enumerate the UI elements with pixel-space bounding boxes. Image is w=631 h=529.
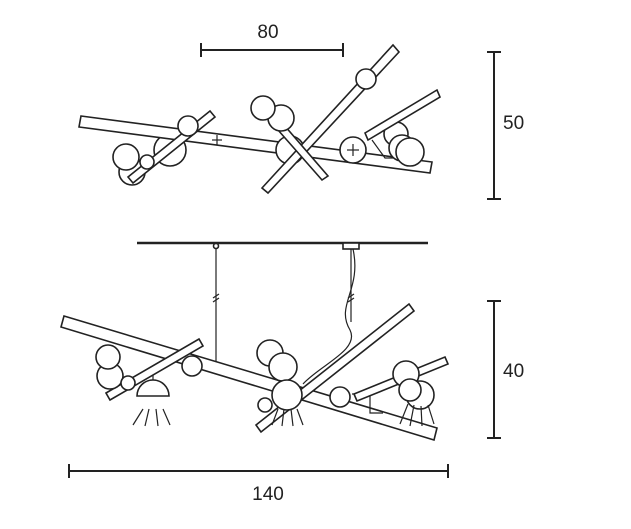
lamp-head [399, 403, 435, 427]
branch-bar [363, 88, 442, 142]
globe [112, 143, 140, 171]
dimension-label-top-height: 50 [503, 113, 524, 134]
dimension-label-total-width: 140 [252, 484, 284, 505]
front-view: 40 140 [60, 241, 524, 505]
globe [95, 344, 121, 370]
branch-bar [126, 109, 217, 185]
globe [329, 386, 351, 408]
globe [395, 137, 425, 167]
globe [181, 355, 203, 377]
suspension-hook [212, 242, 220, 250]
globe [257, 397, 273, 413]
globe [268, 352, 298, 382]
globe [139, 154, 155, 170]
top-view: 80 50 [78, 22, 524, 200]
globe [177, 115, 199, 137]
globe [355, 68, 377, 90]
globe [398, 378, 422, 402]
lamp-head [132, 375, 171, 427]
dimension-label-top-width: 80 [257, 22, 278, 43]
dimension-total-width: 140 [68, 464, 449, 505]
power-cable [302, 248, 356, 385]
globe [120, 375, 136, 391]
dimension-label-bottom-height: 40 [503, 361, 524, 382]
dimension-bottom-height: 40 [487, 300, 524, 439]
dimension-top-width: 80 [200, 22, 344, 57]
globe [271, 379, 303, 411]
dimension-top-height: 50 [487, 51, 524, 200]
ceiling-canopy [342, 242, 360, 250]
lamp-head [271, 408, 304, 427]
globe [250, 95, 276, 121]
